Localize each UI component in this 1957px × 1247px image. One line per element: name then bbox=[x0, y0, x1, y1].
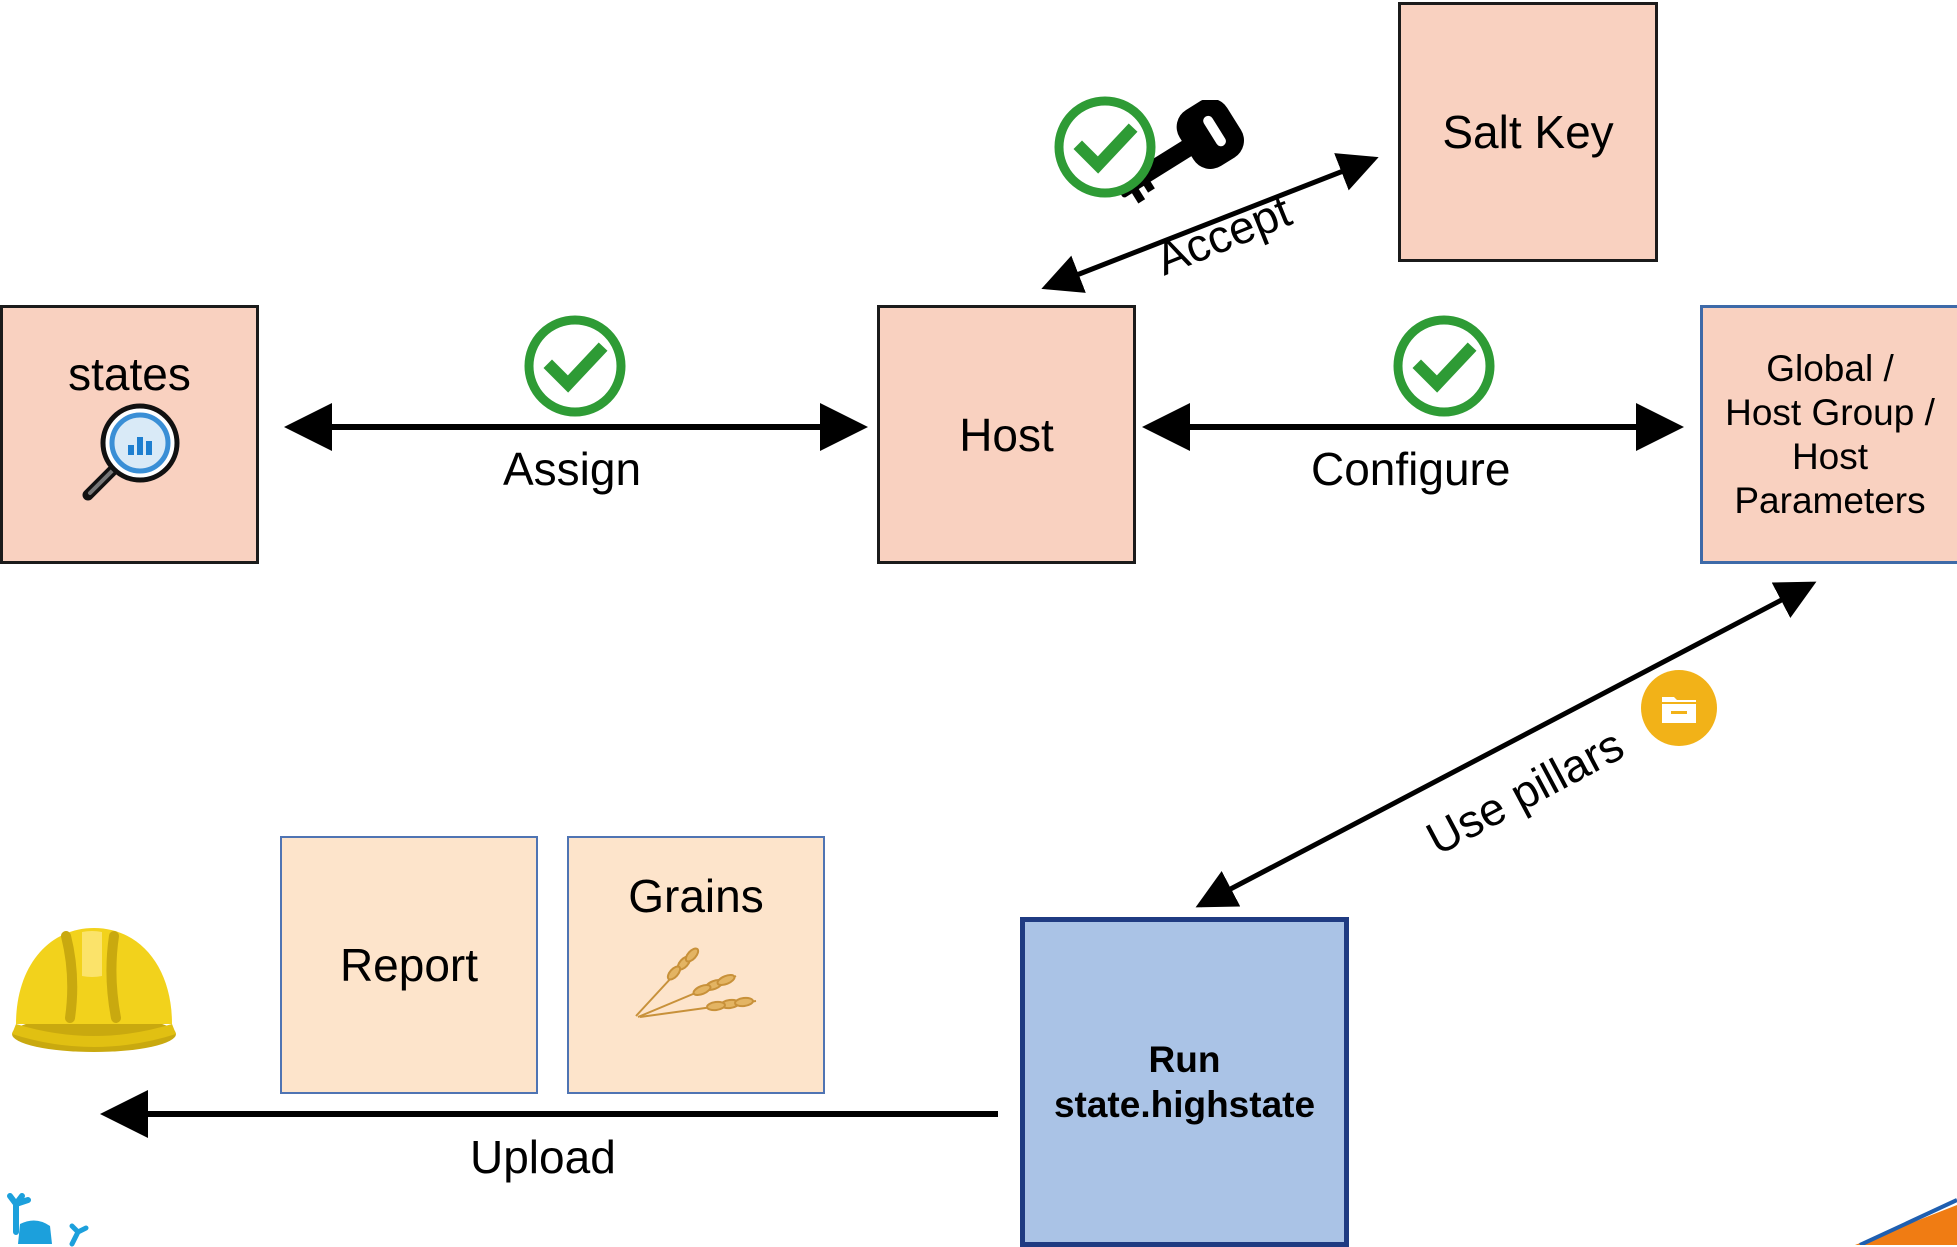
check-icon bbox=[524, 315, 626, 417]
hard-hat-icon bbox=[12, 928, 176, 1052]
params-line-2: Host Group / bbox=[1725, 391, 1935, 433]
run-highstate-node[interactable]: Run state.highstate bbox=[1020, 917, 1349, 1247]
salt-key-node[interactable]: Salt Key bbox=[1398, 2, 1658, 262]
report-node[interactable]: Report bbox=[280, 836, 538, 1094]
parameters-node[interactable]: Global / Host Group / Host Parameters bbox=[1700, 305, 1957, 564]
wheat-icon bbox=[635, 947, 757, 1018]
upload-label: Upload bbox=[470, 1131, 616, 1183]
accept-arrow bbox=[1041, 153, 1379, 293]
folder-icon bbox=[1641, 670, 1717, 746]
params-line-3: Host bbox=[1791, 435, 1869, 477]
grains-node[interactable]: Grains bbox=[567, 836, 825, 1094]
params-line-4: Parameters bbox=[1734, 479, 1926, 521]
corner-decoration-line bbox=[1859, 1198, 1957, 1245]
states-node[interactable]: states bbox=[0, 305, 259, 564]
host-label: Host bbox=[959, 408, 1054, 461]
configure-label: Configure bbox=[1311, 443, 1511, 495]
states-label: states bbox=[68, 347, 191, 400]
check-icon bbox=[1393, 315, 1495, 417]
salt-key-label: Salt Key bbox=[1442, 106, 1614, 158]
run-line-2: state.highstate bbox=[1053, 1084, 1316, 1125]
host-node[interactable]: Host bbox=[877, 305, 1136, 564]
magnifier-chart-icon bbox=[82, 403, 179, 500]
run-line-1: Run bbox=[1148, 1039, 1221, 1080]
grains-label: Grains bbox=[628, 870, 764, 922]
assign-label: Assign bbox=[503, 443, 642, 495]
params-line-1: Global / bbox=[1766, 347, 1894, 389]
report-label: Report bbox=[339, 939, 479, 991]
key-icon bbox=[1115, 100, 1244, 204]
logo-icon bbox=[7, 1193, 89, 1247]
check-icon bbox=[1054, 96, 1156, 198]
use-pillars-arrow bbox=[1195, 581, 1817, 908]
